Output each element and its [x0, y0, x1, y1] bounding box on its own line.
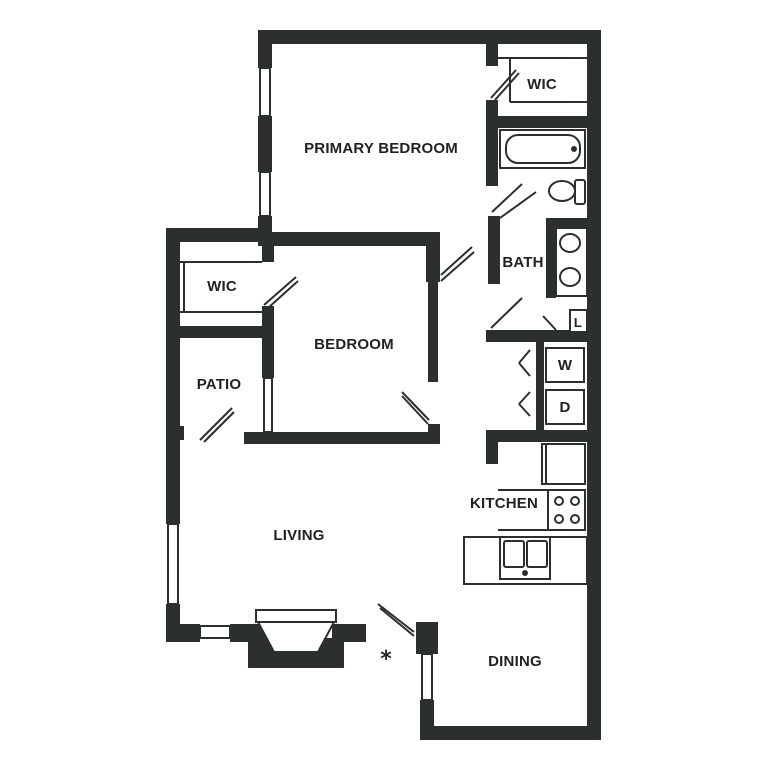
kitchen-counter: [498, 489, 548, 531]
wall-wic1-bottom: [486, 116, 601, 128]
door-swing-icon: [377, 603, 415, 637]
door-swing-icon: [491, 183, 537, 219]
wall-bath-left-2: [488, 216, 500, 284]
window-primary-2: [259, 171, 271, 217]
door-swing-icon: [263, 276, 299, 309]
wall-wic1-left: [486, 44, 498, 66]
wall-primary-left-2: [258, 116, 272, 172]
label-bath: BATH: [502, 254, 543, 271]
dryer-icon: [545, 389, 585, 425]
wall-laundry-left: [536, 338, 544, 430]
wall-bedroom-left-2: [262, 306, 274, 378]
wall-mid-horizontal: [166, 228, 272, 242]
fireplace-icon: [248, 609, 344, 668]
window-living-bottom: [199, 625, 231, 639]
wall-laundry-bottom: [486, 430, 601, 442]
bathtub-icon: [499, 129, 586, 169]
label-wic-primary: WIC: [527, 76, 557, 93]
label-washer: W: [558, 357, 573, 374]
wall-bedroom-top: [258, 232, 440, 246]
toilet-icon: [548, 179, 586, 205]
door-swing-icon: [401, 391, 430, 425]
kitchen-sink-icon: [463, 536, 588, 585]
doors: [199, 69, 557, 637]
fixtures: [248, 129, 588, 668]
door-swing-icon: [490, 69, 520, 101]
wall-bedroom-right: [426, 232, 440, 282]
window-bedroom-left: [263, 377, 273, 433]
window-dining: [421, 653, 433, 701]
wall-primary-left-1: [258, 30, 272, 68]
label-primary-bedroom: PRIMARY BEDROOM: [304, 140, 458, 157]
wall-dining-left: [420, 700, 434, 740]
window-living-left: [167, 523, 179, 605]
wall-patio-bottom: [166, 426, 184, 440]
wall-living-bottom-3: [332, 624, 366, 642]
wall-living-bottom-1: [166, 624, 200, 642]
washer-icon: [545, 347, 585, 383]
wall-bottom-dining: [420, 726, 601, 740]
wall-vanity-left: [546, 218, 556, 298]
wall-left-upper: [166, 228, 180, 440]
label-living: LIVING: [273, 527, 324, 544]
room-labels: PRIMARY BEDROOM WIC BATH WIC BEDROOM PAT…: [197, 76, 582, 672]
wall-dining-left-top: [416, 622, 438, 654]
door-swing-icon: [440, 246, 475, 282]
door-swing-icon: [199, 407, 235, 443]
door-swing-icon: [490, 297, 557, 331]
wall-bath-left-1: [486, 100, 498, 186]
wall-living-bottom-2: [230, 624, 266, 642]
label-dryer: D: [559, 399, 570, 416]
door-swing-icon: [518, 349, 531, 417]
wall-bedroom-right-2: [428, 282, 438, 382]
sink-icon: [555, 227, 588, 297]
walls: [166, 30, 601, 740]
label-patio: PATIO: [197, 376, 242, 393]
wall-bedroom-bottom: [244, 432, 440, 444]
asterisk-marker: *: [380, 647, 392, 672]
label-dining: DINING: [488, 653, 542, 670]
range-icon: [547, 489, 586, 531]
label-bedroom: BEDROOM: [314, 336, 394, 353]
windows: [167, 57, 587, 701]
wall-top: [258, 30, 601, 44]
wall-kitchen-left: [486, 430, 498, 464]
refrigerator-icon: [541, 443, 586, 485]
wall-bedroom-left-1: [262, 232, 274, 262]
window-primary-1: [259, 67, 271, 117]
label-linen: L: [574, 315, 582, 330]
label-kitchen: KITCHEN: [470, 495, 538, 512]
linen-closet: [569, 309, 588, 333]
wall-vanity-top: [546, 218, 601, 228]
wall-wic2-bottom: [176, 326, 272, 338]
wall-right: [587, 30, 601, 740]
label-wic-second: WIC: [207, 278, 237, 295]
wall-living-left-1: [166, 440, 180, 524]
